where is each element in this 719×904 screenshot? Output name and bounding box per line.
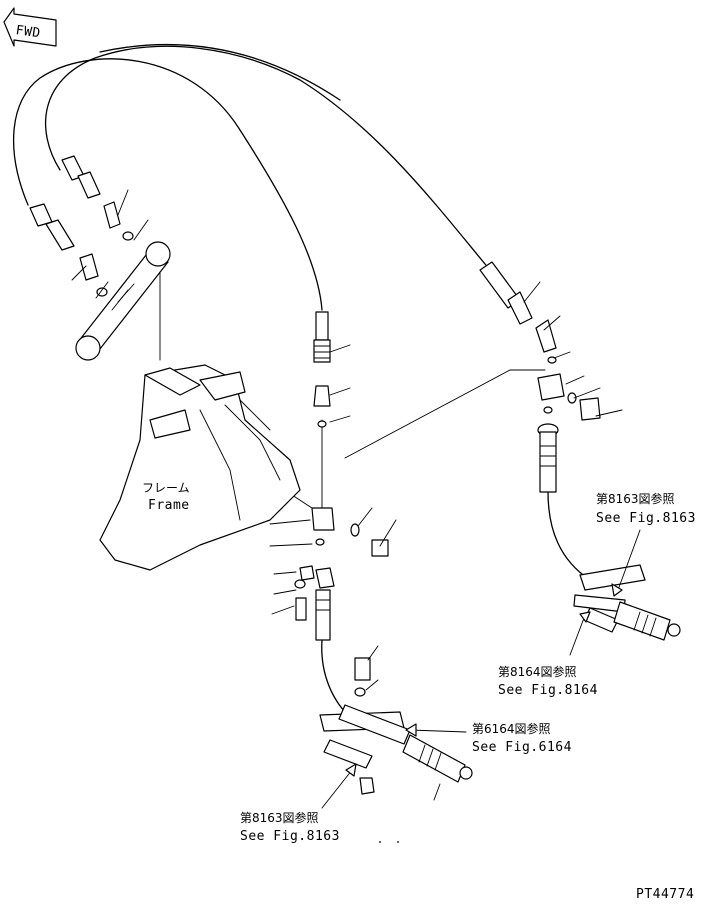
center-hose-assembly [294,311,389,641]
right-hose-assembly [479,261,601,493]
right-clamp-assembly [573,564,681,641]
ref-8163-right-jp: 第8163図参照 [596,491,675,506]
ref-8163-bottom-jp: 第8163図参照 [240,810,319,825]
fwd-arrow-icon: FWD [3,7,57,47]
left-fittings [29,155,171,361]
part-number: PT44774 [636,887,694,902]
ref-8164-right-jp: 第8164図参照 [498,664,577,679]
ref-8164-center-en: See Fig.6164 [472,740,572,755]
reference-callouts: 第8163図参照 See Fig.8163 第8164図参照 See Fig.8… [240,491,696,844]
frame-body: フレーム Frame [99,364,301,571]
leader-lines [71,189,623,691]
frame-label-jp: フレーム [142,481,190,495]
ref-8164-right-en: See Fig.8164 [498,683,598,698]
bottom-clamp-assembly [319,657,473,795]
fwd-label: FWD [15,23,42,41]
ref-8164-center-jp: 第6164図参照 [472,721,551,736]
ref-8163-bottom-en: See Fig.8163 [240,829,340,844]
ref-8163-right-en: See Fig.8163 [596,511,696,526]
frame-label-en: Frame [148,498,190,513]
